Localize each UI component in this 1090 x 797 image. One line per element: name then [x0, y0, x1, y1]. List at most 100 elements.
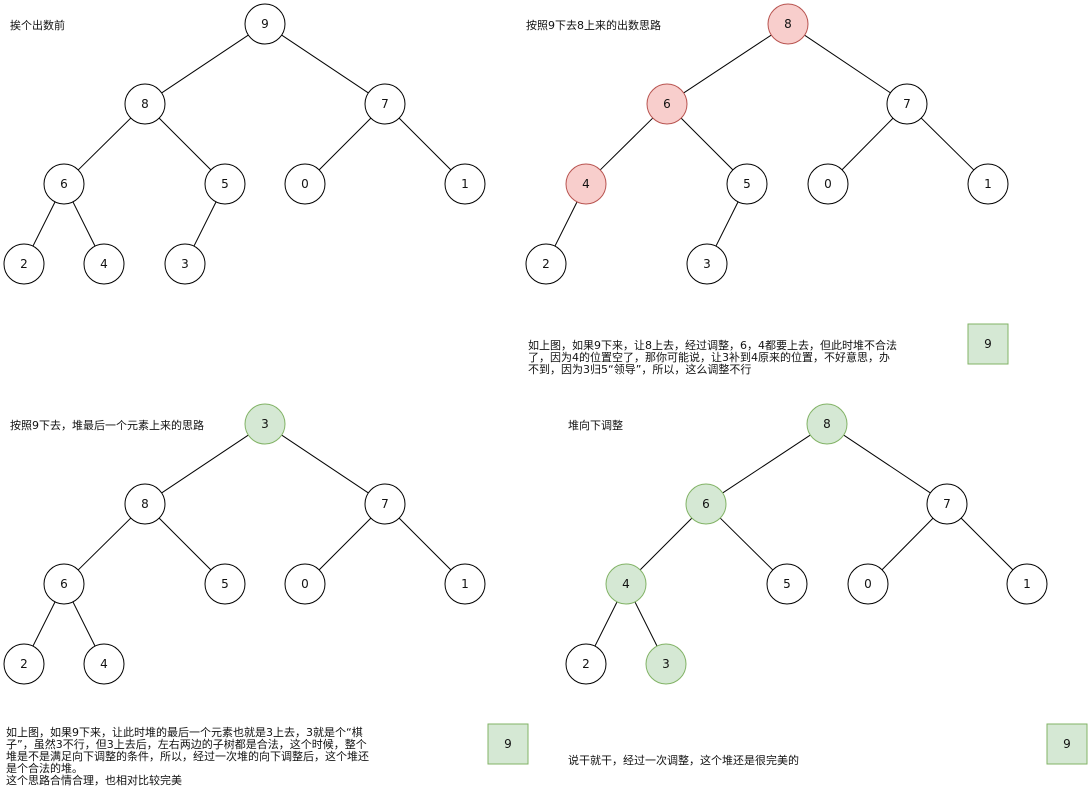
panel-2-edge: [920, 117, 975, 171]
panel-4-edge: [843, 434, 931, 494]
panel-3-node: 0: [284, 563, 326, 605]
panel-1-edge: [398, 117, 452, 171]
panel-4-edge: [722, 434, 811, 494]
panel-1-node: 8: [124, 83, 166, 125]
panel-2-node: 3: [686, 243, 728, 285]
panel-1-node: 7: [364, 83, 406, 125]
panel-3-description-line: 如上图，如果9下来，让此时堆的最后一个元素也就是3上去，3就是个“棋: [6, 725, 363, 739]
panel-1-node-value: 8: [141, 97, 149, 111]
panel-2-node: 8: [767, 3, 809, 45]
panel-3-node: 1: [444, 563, 486, 605]
panel-2-node-value: 8: [784, 17, 792, 31]
panel-2-node: 2: [525, 243, 567, 285]
panel-3-edge: [72, 601, 96, 647]
panel-4-edge: [639, 517, 693, 571]
panel-3-node: 3: [244, 403, 286, 445]
panel-4-node-value: 6: [702, 497, 710, 511]
panel-4-node-value: 1: [1023, 577, 1031, 591]
panel-4-node-value: 2: [582, 657, 590, 671]
panel-3-description-line: 这个思路合情合理，也相对比较完美: [6, 773, 182, 787]
panel-4-node: 4: [605, 563, 647, 605]
panel-4-node-value: 5: [783, 577, 791, 591]
panel-3-edge: [398, 517, 452, 571]
panel-1-node-value: 3: [181, 257, 189, 271]
panel-3-node: 5: [204, 563, 246, 605]
panel-4-node: 8: [806, 403, 848, 445]
panel-3-node: 7: [364, 483, 406, 525]
panel-3-node-value: 6: [60, 577, 68, 591]
panel-4-node: 7: [926, 483, 968, 525]
panel-3-removed-value: 9: [504, 737, 512, 751]
panel-3-node-value: 7: [381, 497, 389, 511]
panel-3-edge: [77, 517, 132, 571]
panel-1-node: 0: [284, 163, 326, 205]
panel-1-title: 挨个出数前: [10, 18, 65, 32]
panel-3-title: 按照9下去，堆最后一个元素上来的思路: [10, 418, 204, 432]
panel-1-edge: [193, 201, 217, 247]
panel-1-edge: [161, 34, 249, 94]
panel-2-node-value: 1: [984, 177, 992, 191]
panel-1-node: 2: [3, 243, 45, 285]
panel-3-edge: [158, 517, 212, 571]
panel-4-edge: [634, 601, 658, 647]
panel-4-node: 1: [1006, 563, 1048, 605]
panel-1-node-value: 2: [20, 257, 28, 271]
panel-3-node-value: 0: [301, 577, 309, 591]
panel-4-node: 3: [645, 643, 687, 685]
panel-3-description-line: 堆是不是满足向下调整的条件，所以，经过一次堆的向下调整后，这个堆还: [6, 749, 369, 763]
panel-2-removed-value: 9: [984, 337, 992, 351]
panel-4-edge: [881, 517, 934, 571]
panel-3-edge: [161, 434, 249, 494]
panel-2-node: 0: [807, 163, 849, 205]
panel-1-node-value: 5: [221, 177, 229, 191]
panel-3-edge: [318, 517, 372, 571]
panel-1-edge: [158, 117, 212, 171]
panel-4-node: 6: [685, 483, 727, 525]
panel-2-edge: [841, 117, 894, 171]
panel-2-edge: [683, 34, 772, 94]
panel-4-node: 5: [766, 563, 808, 605]
panel-4-node-value: 8: [823, 417, 831, 431]
panel-2-node: 5: [726, 163, 768, 205]
panel-1-edge: [72, 201, 96, 247]
panel-1-edge: [318, 117, 372, 171]
panel-1-node-value: 0: [301, 177, 309, 191]
panel-3-node-value: 3: [261, 417, 269, 431]
panel-2-description-line: 了，因为4的位置空了，那你可能说，让3补到4原来的位置，不好意思，办: [528, 350, 890, 364]
panel-1-node-value: 4: [100, 257, 108, 271]
panel-4-title: 堆向下调整: [568, 418, 623, 432]
panel-4-node-value: 4: [622, 577, 630, 591]
panel-3-node-value: 2: [20, 657, 28, 671]
panel-2-node: 7: [886, 83, 928, 125]
panel-1-edge: [281, 34, 369, 94]
panel-2-removed-box: 9: [967, 323, 1009, 365]
panel-3-node: 4: [83, 643, 125, 685]
panel-1-node-value: 9: [261, 17, 269, 31]
panel-2-node-value: 7: [903, 97, 911, 111]
panel-2-node: 4: [565, 163, 607, 205]
panel-4-node-value: 0: [864, 577, 872, 591]
panel-1-node: 9: [244, 3, 286, 45]
panel-3-node-value: 5: [221, 577, 229, 591]
panel-2-description-line: 如上图，如果9下来，让8上去，经过调整，6，4都要上去，但此时堆不合法: [528, 338, 897, 352]
panel-4-node-value: 7: [943, 497, 951, 511]
panel-2-node-value: 0: [824, 177, 832, 191]
panel-3-node-value: 8: [141, 497, 149, 511]
panel-4-node: 2: [565, 643, 607, 685]
panel-3-node: 6: [43, 563, 85, 605]
panel-4-node: 0: [847, 563, 889, 605]
panel-2-node-value: 3: [703, 257, 711, 271]
panel-1-node: 6: [43, 163, 85, 205]
panel-2-edge: [599, 117, 654, 171]
panel-2-node-value: 5: [743, 177, 751, 191]
panel-1-node-value: 7: [381, 97, 389, 111]
panel-4-node-value: 3: [662, 657, 670, 671]
panel-2-edge: [715, 201, 739, 247]
panel-3-node: 2: [3, 643, 45, 685]
panel-3-description-line: 子”，虽然3不行，但3上去后，左右两边的子树都是合法，这个时候，整个: [6, 737, 367, 751]
panel-3-description-line: 是个合法的堆。: [6, 761, 83, 775]
panel-1-node: 1: [444, 163, 486, 205]
panel-2-edge: [680, 117, 734, 171]
